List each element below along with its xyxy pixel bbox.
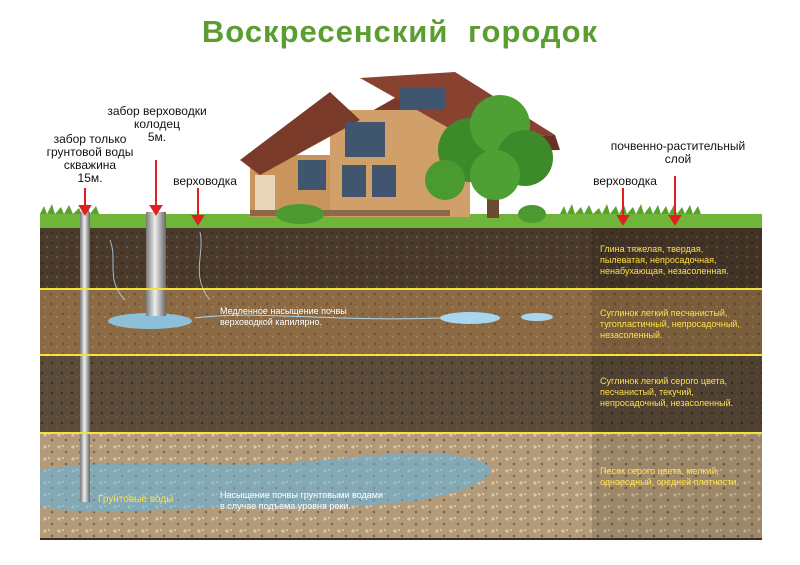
perched-water-pool [521, 313, 553, 321]
page-title: Воскресенский городок [201, 14, 599, 49]
layer-description-clay: Глина тяжелая, твердая,пылеватая, непрос… [600, 244, 729, 276]
perched-water-pool [440, 312, 500, 324]
label-perched-water-left: верховодка [173, 174, 237, 188]
label-groundwater: Грунтовые воды [98, 494, 174, 505]
grass-strip [40, 214, 762, 228]
layer-description-sandy-loam: Суглинок легкий песчанистый,тугопластичн… [600, 308, 740, 340]
borehole-pipe [80, 212, 90, 502]
tree [425, 95, 553, 218]
perched-water-pool [108, 313, 192, 329]
layer-description-sand: Песок серого цвета, мелкий,однородный, с… [600, 466, 739, 487]
layer-description-grey-loam: Суглинок легкий серого цвета,песчанистый… [600, 376, 734, 408]
arrow-icon [78, 160, 682, 226]
dug-well-pipe [146, 212, 166, 316]
groundwater-zone [40, 453, 491, 513]
label-perched-water-right: верховодка [593, 174, 657, 188]
